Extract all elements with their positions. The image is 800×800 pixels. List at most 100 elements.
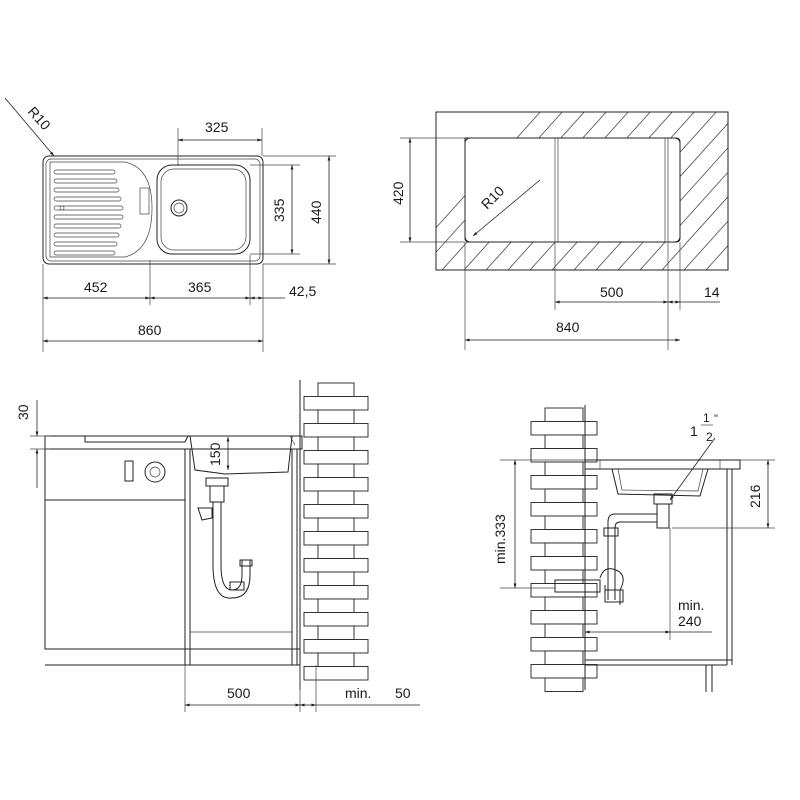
brick — [303, 558, 369, 573]
brick — [303, 612, 369, 627]
rim-height-label: 30 — [15, 404, 31, 420]
brick — [303, 666, 369, 681]
radius-label: R10 — [25, 103, 54, 133]
brick — [303, 585, 369, 600]
brick-wall — [530, 407, 598, 692]
overall-depth-label: 440 — [308, 200, 324, 224]
dimension-lines — [500, 437, 775, 640]
drain-piping — [554, 493, 673, 605]
installation-side-view: 1 1 2 " min.333 216 min. 240 — [492, 405, 775, 692]
drainer-groove — [53, 205, 124, 211]
bowl-span-label: 365 — [188, 279, 212, 295]
drainer-groove — [53, 196, 122, 202]
drain-trap — [197, 477, 253, 599]
min-depth-label: 240 — [678, 613, 702, 629]
brick — [317, 490, 355, 505]
brick — [317, 463, 355, 478]
dimension-lines — [400, 137, 720, 350]
wall-gap-prefix-label: min. — [345, 685, 371, 701]
sink-outline — [42, 155, 264, 265]
brick — [544, 434, 584, 449]
hatch-line — [732, 90, 800, 290]
hatch-line — [599, 112, 728, 270]
drainer-groove — [53, 178, 118, 184]
brick — [317, 436, 355, 451]
brick — [303, 396, 369, 411]
pipe-size-denominator: 2 — [706, 430, 713, 444]
brick — [303, 639, 369, 654]
sink-plan-view: R10 325 335 440 452 365 42,5 860 — [4, 97, 336, 352]
drainer-groove — [53, 250, 116, 256]
brick — [530, 529, 598, 544]
cabinet-width-label: 500 — [227, 685, 251, 701]
bowl-width-label: 325 — [205, 119, 229, 135]
drainer-groove — [53, 232, 120, 238]
drainer-groove — [53, 169, 116, 175]
brick — [544, 461, 584, 476]
drainer-groove — [53, 223, 122, 229]
brick — [530, 637, 598, 652]
edge-offset-label: 42,5 — [289, 283, 316, 299]
drainer-groove — [53, 187, 120, 193]
cutout-depth-label: 420 — [390, 181, 406, 205]
min-height-label: min.333 — [492, 514, 508, 564]
brick — [317, 409, 355, 424]
brick — [544, 515, 584, 530]
dimension-lines — [30, 400, 420, 712]
cutout-radius-label: R10 — [478, 182, 508, 212]
cutout-width-label: 840 — [556, 319, 580, 335]
brick — [317, 517, 355, 532]
bowl-depth-label: 335 — [271, 198, 287, 222]
brick — [544, 407, 584, 422]
brick — [530, 610, 598, 625]
brick — [544, 650, 584, 665]
brick — [544, 677, 584, 692]
brick — [303, 450, 369, 465]
brick — [544, 488, 584, 503]
hatch-line — [754, 90, 800, 290]
hatch-line — [665, 112, 728, 270]
cutout-plan-view: 420 R10 500 14 840 — [390, 90, 800, 350]
drain-height-label: 150 — [207, 442, 223, 466]
brick — [317, 382, 355, 397]
brick — [303, 531, 369, 546]
brick-wall — [303, 382, 369, 681]
overall-width-label: 860 — [138, 322, 162, 338]
min-depth-prefix-label: min. — [678, 597, 704, 613]
brick — [530, 556, 598, 571]
cutout-bowl-width-label: 500 — [600, 284, 624, 300]
brick — [544, 569, 584, 584]
brick — [303, 423, 369, 438]
brick — [530, 583, 598, 598]
drainer-groove — [53, 214, 124, 220]
brick — [317, 598, 355, 613]
countertop-hatch-area — [435, 111, 729, 271]
pipe-size-integer: 1 — [690, 423, 698, 439]
height-216-label: 216 — [747, 484, 763, 508]
dimension-lines — [4, 97, 336, 352]
brick — [530, 664, 598, 679]
hatch-line — [776, 90, 800, 290]
pipe-size-numerator: 1 — [703, 411, 710, 425]
pipe-size-unit: " — [714, 413, 718, 425]
brick — [530, 502, 598, 517]
cutout-edge-label: 14 — [704, 284, 720, 300]
drainer-grooves — [53, 169, 124, 256]
drainer-groove — [53, 241, 118, 247]
brick — [303, 504, 369, 519]
hatch-line — [687, 112, 728, 270]
brick — [530, 421, 598, 436]
drainer-width-label: 452 — [84, 279, 108, 295]
brick — [544, 542, 584, 557]
brick — [544, 623, 584, 638]
brick — [317, 544, 355, 559]
hatch-line — [621, 112, 728, 270]
wall-gap-label: 50 — [395, 685, 411, 701]
brick — [317, 652, 355, 667]
brick — [303, 477, 369, 492]
brick — [317, 571, 355, 586]
brick — [317, 625, 355, 640]
hatch-line — [643, 112, 728, 270]
brick — [544, 596, 584, 611]
